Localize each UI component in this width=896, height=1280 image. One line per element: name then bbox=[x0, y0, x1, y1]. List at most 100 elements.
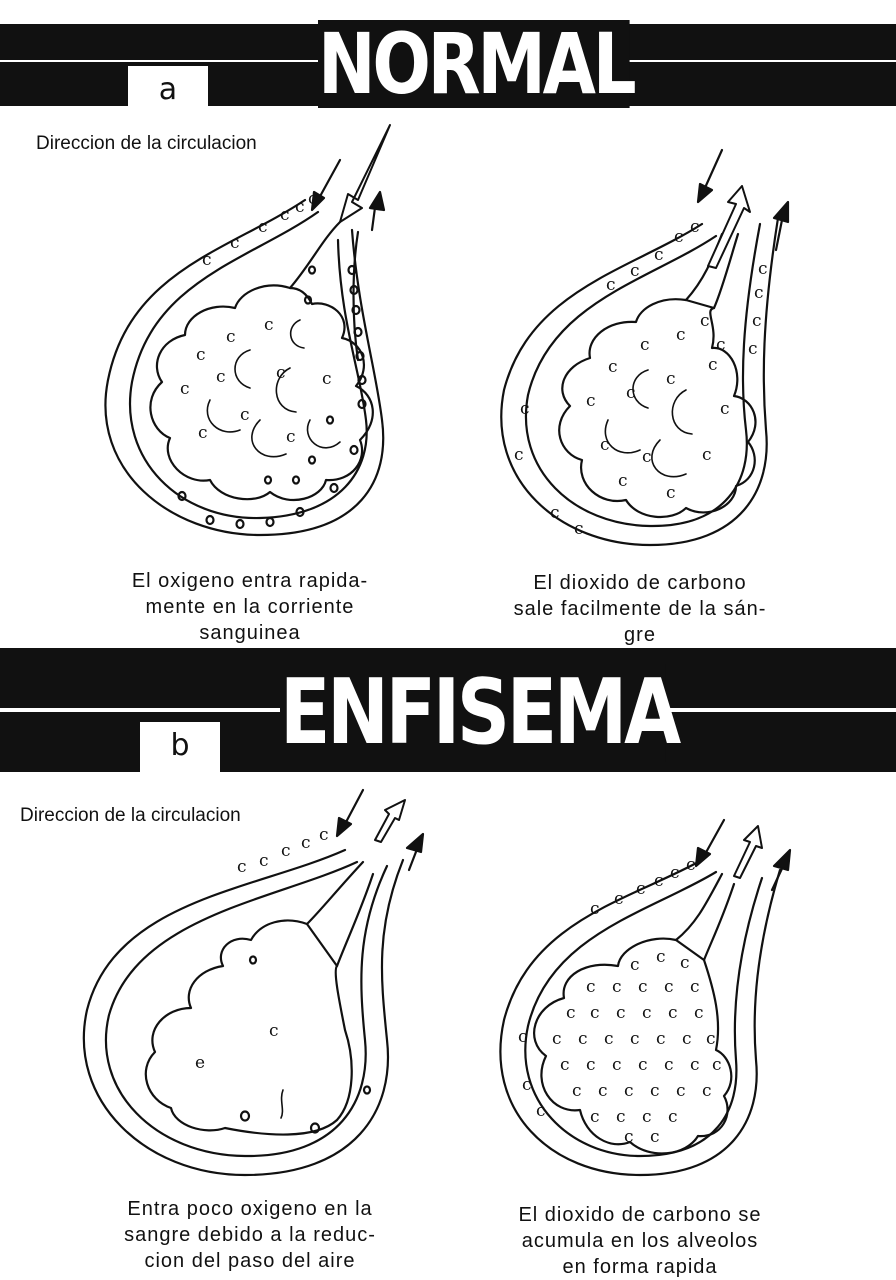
svg-text:c: c bbox=[664, 977, 674, 997]
svg-text:c: c bbox=[650, 1127, 660, 1147]
caption-emphysema-oxygen: Entra poco oxigeno en la sangre debido a… bbox=[90, 1196, 410, 1274]
caption-line: El oxigeno entra rapida- bbox=[100, 568, 400, 594]
svg-text:c: c bbox=[654, 871, 664, 891]
svg-text:c: c bbox=[606, 275, 616, 295]
svg-text:c: c bbox=[682, 1029, 692, 1049]
svg-text:c: c bbox=[700, 311, 710, 331]
caption-line: en forma rapida bbox=[470, 1254, 810, 1280]
svg-text:c: c bbox=[612, 977, 622, 997]
svg-text:c: c bbox=[690, 217, 700, 237]
svg-text:c: c bbox=[716, 335, 726, 355]
svg-text:c: c bbox=[702, 1081, 712, 1101]
svg-text:c: c bbox=[680, 953, 690, 973]
caption-line: sangre debido a la reduc- bbox=[90, 1222, 410, 1248]
svg-text:c: c bbox=[269, 1021, 279, 1041]
svg-text:c: c bbox=[560, 1055, 570, 1075]
svg-text:c: c bbox=[566, 1003, 576, 1023]
svg-text:c: c bbox=[230, 233, 240, 253]
title-normal: NORMAL bbox=[318, 20, 630, 108]
caption-line: sale facilmente de la sán- bbox=[480, 596, 800, 622]
caption-line: sanguinea bbox=[100, 620, 400, 646]
svg-text:c: c bbox=[308, 189, 318, 209]
caption-line: acumula en los alveolos bbox=[470, 1228, 810, 1254]
svg-text:c: c bbox=[642, 1107, 652, 1127]
caption-line: mente en la corriente bbox=[100, 594, 400, 620]
svg-text:c: c bbox=[630, 1029, 640, 1049]
svg-text:c: c bbox=[614, 889, 624, 909]
svg-text:c: c bbox=[280, 205, 290, 225]
section-letter-a: a bbox=[128, 66, 208, 114]
svg-text:c: c bbox=[237, 857, 247, 877]
svg-text:c: c bbox=[550, 503, 560, 523]
svg-text:c: c bbox=[608, 357, 618, 377]
svg-text:c: c bbox=[281, 841, 291, 861]
svg-text:c: c bbox=[670, 863, 680, 883]
svg-text:c: c bbox=[650, 1081, 660, 1101]
svg-text:c: c bbox=[712, 1055, 722, 1075]
svg-text:c: c bbox=[590, 1107, 600, 1127]
svg-text:c: c bbox=[258, 217, 268, 237]
svg-text:c: c bbox=[656, 947, 666, 967]
svg-text:c: c bbox=[686, 855, 696, 875]
svg-text:c: c bbox=[518, 1027, 528, 1047]
svg-text:c: c bbox=[598, 1081, 608, 1101]
svg-text:c: c bbox=[586, 1055, 596, 1075]
svg-text:c: c bbox=[202, 250, 212, 270]
svg-text:c: c bbox=[536, 1101, 546, 1121]
svg-text:c: c bbox=[642, 1003, 652, 1023]
title-enfisema: ENFISEMA bbox=[280, 664, 665, 762]
caption-emphysema-co2: El dioxido de carbono se acumula en los … bbox=[470, 1202, 810, 1280]
svg-text:c: c bbox=[319, 825, 329, 845]
svg-text:c: c bbox=[612, 1055, 622, 1075]
svg-text:c: c bbox=[295, 197, 305, 217]
svg-text:c: c bbox=[590, 899, 600, 919]
svg-text:c: c bbox=[578, 1029, 588, 1049]
svg-text:c: c bbox=[676, 1081, 686, 1101]
svg-text:c: c bbox=[514, 445, 524, 465]
svg-text:c: c bbox=[196, 345, 206, 365]
svg-text:c: c bbox=[616, 1003, 626, 1023]
svg-text:c: c bbox=[636, 879, 646, 899]
svg-text:c: c bbox=[572, 1081, 582, 1101]
svg-text:c: c bbox=[664, 1055, 674, 1075]
header-enfisema: b ENFISEMA bbox=[0, 648, 896, 772]
svg-text:c: c bbox=[301, 833, 311, 853]
alveolus-emphysema-co2: ccc ccc ccc ccc ccc cc ccc ccc ccc ccc c… bbox=[490, 820, 810, 1190]
svg-text:c: c bbox=[758, 259, 768, 279]
svg-text:c: c bbox=[638, 1055, 648, 1075]
svg-text:c: c bbox=[656, 1029, 666, 1049]
svg-text:c: c bbox=[180, 379, 190, 399]
caption-normal-oxygen: El oxigeno entra rapida- mente en la cor… bbox=[100, 568, 400, 646]
svg-text:c: c bbox=[640, 335, 650, 355]
svg-text:c: c bbox=[666, 369, 676, 389]
svg-text:c: c bbox=[624, 1081, 634, 1101]
caption-line: gre bbox=[480, 622, 800, 648]
svg-text:c: c bbox=[720, 399, 730, 419]
svg-text:c: c bbox=[748, 339, 758, 359]
svg-text:c: c bbox=[618, 471, 628, 491]
svg-text:c: c bbox=[586, 391, 596, 411]
svg-text:c: c bbox=[654, 245, 664, 265]
svg-text:c: c bbox=[676, 325, 686, 345]
caption-line: El dioxido de carbono bbox=[480, 570, 800, 596]
svg-text:c: c bbox=[520, 399, 530, 419]
svg-text:c: c bbox=[590, 1003, 600, 1023]
svg-text:e: e bbox=[195, 1053, 205, 1073]
svg-text:c: c bbox=[198, 423, 208, 443]
svg-text:c: c bbox=[522, 1075, 532, 1095]
svg-text:c: c bbox=[702, 445, 712, 465]
svg-text:c: c bbox=[630, 261, 640, 281]
svg-text:c: c bbox=[616, 1107, 626, 1127]
svg-text:c: c bbox=[586, 977, 596, 997]
caption-line: El dioxido de carbono se bbox=[470, 1202, 810, 1228]
section-letter-b: b bbox=[140, 722, 220, 772]
caption-normal-co2: El dioxido de carbono sale facilmente de… bbox=[480, 570, 800, 648]
svg-text:c: c bbox=[694, 1003, 704, 1023]
svg-text:c: c bbox=[638, 977, 648, 997]
svg-text:c: c bbox=[276, 363, 286, 383]
svg-text:c: c bbox=[216, 367, 226, 387]
svg-text:c: c bbox=[690, 977, 700, 997]
svg-text:c: c bbox=[754, 283, 764, 303]
svg-text:c: c bbox=[604, 1029, 614, 1049]
